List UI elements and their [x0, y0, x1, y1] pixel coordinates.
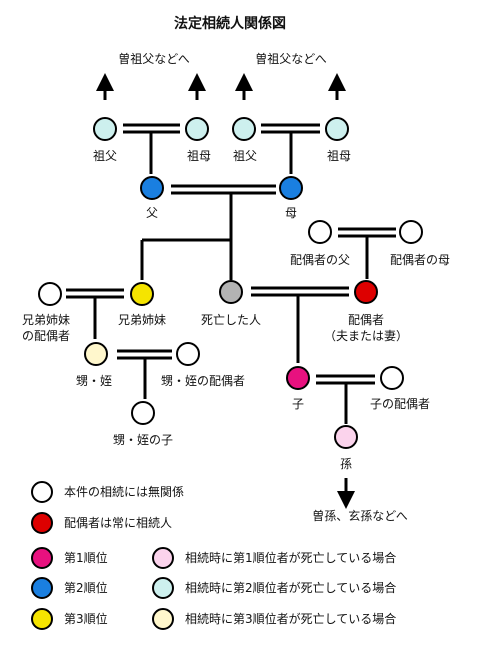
node-child-spouse: [380, 366, 404, 390]
node-grandchild: [334, 425, 358, 449]
node-spouse: [354, 280, 378, 304]
node-nephew-spouse: [176, 342, 200, 366]
legend-label-rank2: 第2順位: [64, 580, 108, 595]
person-nodes: [38, 117, 423, 449]
legend-label-rank3-light: 相続時に第3順位者が死亡している場合: [185, 611, 396, 626]
diagram-title: 法定相続人関係図: [174, 15, 286, 32]
node-sibling-spouse: [38, 282, 62, 306]
label-paternal-grandmother: 祖母: [187, 148, 211, 163]
label-spouse-line1: 配偶者: [348, 313, 384, 327]
node-spouse-father: [308, 220, 332, 244]
label-maternal-grandfather: 祖父: [233, 148, 257, 163]
legend-swatch-none: [31, 481, 53, 503]
label-child: 子: [292, 397, 304, 411]
legend-swatch-rank2-light: [152, 577, 174, 599]
node-spouse-mother: [399, 220, 423, 244]
node-child: [286, 366, 310, 390]
label-paternal-grandfather: 祖父: [93, 148, 117, 163]
legend-item-none: 本件の相続には無関係: [31, 481, 184, 503]
node-nephew: [84, 342, 108, 366]
legend-item-rank3: 第3順位: [31, 608, 108, 630]
label-sibling-spouse-line1: 兄弟姉妹: [22, 312, 70, 327]
label-descendants: 曽孫、玄孫などへ: [312, 508, 407, 523]
node-labels: 曽祖父などへ 曽祖父などへ 祖父 祖母 祖父 祖母 父 母 配偶者の父 配偶者の…: [22, 51, 450, 523]
legend-item-rank1: 第1順位: [31, 547, 108, 569]
label-nephew-child: 甥・姪の子: [113, 433, 173, 447]
label-nephew: 甥・姪: [76, 374, 112, 388]
label-maternal-grandmother: 祖母: [327, 148, 351, 163]
legend-item-rank3-light: 相続時に第3順位者が死亡している場合: [152, 608, 396, 630]
label-grandchild: 孫: [340, 457, 352, 471]
legend-label-rank1-light: 相続時に第1順位者が死亡している場合: [185, 550, 396, 565]
legend-label-none: 本件の相続には無関係: [64, 484, 184, 499]
legend-label-rank2-light: 相続時に第2順位者が死亡している場合: [185, 580, 396, 595]
label-mother: 母: [285, 206, 297, 220]
legend-label-spouse: 配偶者は常に相続人: [64, 516, 172, 530]
legend-item-rank2: 第2順位: [31, 577, 108, 599]
legend-item-spouse: 配偶者は常に相続人: [31, 512, 172, 534]
label-great-grandparents-left: 曽祖父などへ: [118, 51, 189, 66]
label-spouse-father: 配偶者の父: [290, 253, 350, 267]
node-paternal-grandmother: [185, 117, 209, 141]
legend-swatch-rank3: [31, 608, 53, 630]
label-deceased: 死亡した人: [201, 313, 261, 327]
label-father: 父: [146, 206, 158, 220]
label-nephew-spouse: 甥・姪の配偶者: [161, 374, 245, 388]
label-spouse-mother: 配偶者の母: [390, 253, 450, 267]
legend-label-rank1: 第1順位: [64, 550, 108, 565]
node-nephew-child: [131, 401, 155, 425]
label-great-grandparents-right: 曽祖父などへ: [255, 51, 326, 66]
node-maternal-grandmother: [325, 117, 349, 141]
node-maternal-grandfather: [232, 117, 256, 141]
node-mother: [279, 176, 303, 200]
legend-swatch-rank1-light: [152, 547, 174, 569]
label-sibling: 兄弟姉妹: [118, 312, 166, 327]
label-spouse-line2: （夫または妻）: [324, 329, 408, 343]
legend-swatch-rank2: [31, 577, 53, 599]
legend-item-rank2-light: 相続時に第2順位者が死亡している場合: [152, 577, 396, 599]
node-sibling: [130, 282, 154, 306]
legend-swatch-rank1: [31, 547, 53, 569]
legend-swatch-rank3-light: [152, 608, 174, 630]
legend-swatch-spouse: [31, 512, 53, 534]
node-father: [140, 176, 164, 200]
legend-item-rank1-light: 相続時に第1順位者が死亡している場合: [152, 547, 396, 569]
node-deceased: [219, 280, 243, 304]
legend-label-rank3: 第3順位: [64, 611, 108, 626]
node-paternal-grandfather: [93, 117, 117, 141]
connector-lines: [66, 73, 396, 509]
label-sibling-spouse-line2: の配偶者: [22, 329, 70, 343]
label-child-spouse: 子の配偶者: [370, 397, 430, 411]
legend: 本件の相続には無関係 配偶者は常に相続人 第1順位 第2順位 第3順位 相続時に…: [31, 481, 396, 630]
